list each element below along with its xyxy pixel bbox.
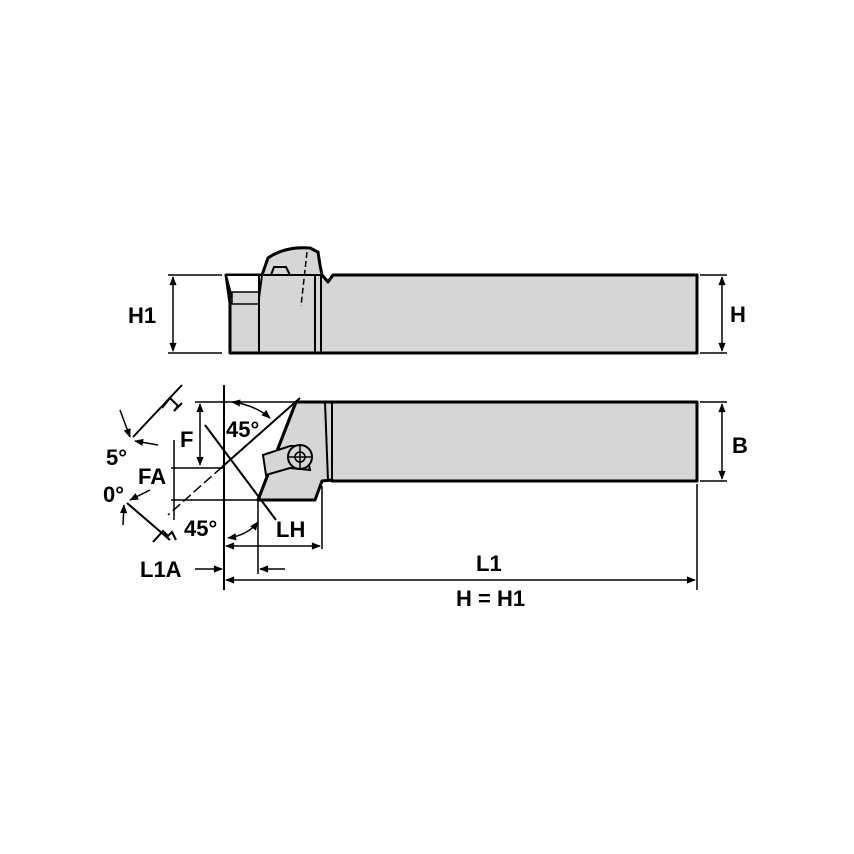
angle-label-0: 0° <box>103 482 124 507</box>
side-view: H1 H <box>128 246 746 355</box>
dim-label-fa: FA <box>138 464 166 489</box>
side-shank <box>224 246 699 355</box>
dim-label-b: B <box>732 433 748 458</box>
angle-label-45-top: 45° <box>226 417 259 442</box>
dim-label-l1a: L1A <box>140 557 182 582</box>
note-h-equals-h1: H = H1 <box>456 586 525 611</box>
top-view: F FA 45° 45° 5° 0° LH L1A L1 <box>103 384 748 590</box>
top-shank <box>256 400 699 502</box>
dim-label-f: F <box>180 427 193 452</box>
dim-label-lh: LH <box>276 517 305 542</box>
dim-label-h: H <box>730 302 746 327</box>
dim-label-h1: H1 <box>128 303 156 328</box>
angle-label-45-bottom: 45° <box>184 516 217 541</box>
dim-label-l1: L1 <box>476 551 502 576</box>
angle-label-5: 5° <box>106 445 127 470</box>
